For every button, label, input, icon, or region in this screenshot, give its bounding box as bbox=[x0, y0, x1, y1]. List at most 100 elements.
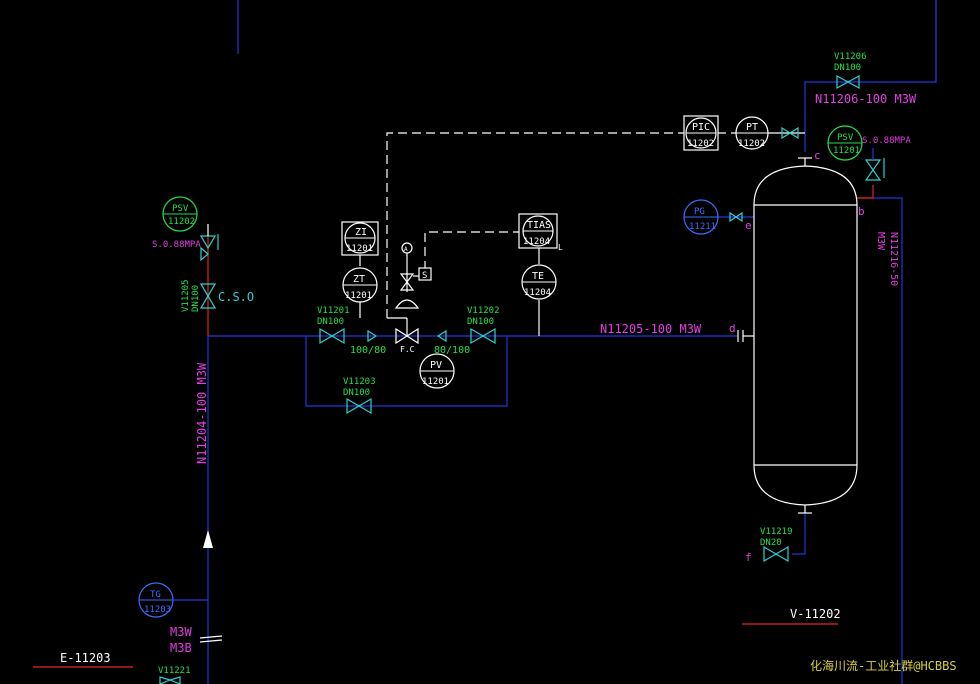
psv-11201-body-top bbox=[864, 159, 882, 172]
zi-number: 11201 bbox=[346, 244, 373, 254]
pic-number: 11202 bbox=[687, 139, 714, 149]
psv-11201[interactable]: PSV 11201 S.0.88MPA bbox=[827, 125, 911, 181]
te-number: 11204 bbox=[524, 288, 551, 298]
valve-v11203-left bbox=[346, 397, 361, 415]
fail-close-label: F.C bbox=[400, 345, 415, 354]
pg-root-valve-right bbox=[734, 211, 743, 223]
valve-v11221[interactable]: V11221 bbox=[158, 666, 191, 684]
valve-v11201-left bbox=[319, 327, 334, 345]
pt-root-valve-right bbox=[788, 126, 799, 140]
m3w-break-1 bbox=[199, 635, 223, 639]
psv-11202-setpoint: S.0.88MPA bbox=[152, 240, 201, 250]
vessel-body bbox=[753, 165, 858, 506]
valve-v11202-size: DN100 bbox=[467, 317, 494, 327]
solenoid-label: S bbox=[422, 271, 427, 281]
valve-v11203-size: DN100 bbox=[343, 388, 370, 398]
valve-v11202-left bbox=[470, 327, 485, 345]
valve-v11206[interactable]: V11206 DN100 bbox=[834, 52, 867, 90]
instrument-te11204[interactable]: TE 11204 bbox=[521, 264, 557, 300]
valve-v11206-right bbox=[846, 74, 860, 90]
valve-v11205-cso[interactable]: C.S.O V11205 DN100 bbox=[181, 279, 254, 312]
nozzle-label-c: c bbox=[814, 149, 821, 162]
psv-right-relief bbox=[857, 185, 874, 199]
instrument-pv11201[interactable]: PV 11201 bbox=[419, 353, 455, 389]
pg-number: 11211 bbox=[689, 222, 716, 232]
instrument-tias11204[interactable]: TIAS 11204 L bbox=[518, 213, 563, 252]
tg-number: 11203 bbox=[144, 605, 171, 615]
cv-body-left bbox=[395, 327, 409, 345]
valve-v11202-right bbox=[481, 327, 496, 345]
pg-type: PG bbox=[694, 207, 705, 217]
line-tag-n11216: N11216-50 bbox=[888, 232, 899, 286]
tias-signal bbox=[424, 231, 519, 270]
valve-v11201[interactable]: V11201 DN100 bbox=[317, 306, 350, 345]
valve-v11219[interactable]: V11219 DN20 bbox=[760, 527, 793, 563]
instrument-zi11201[interactable]: ZI 11201 bbox=[341, 221, 379, 256]
valve-v11219-right bbox=[774, 545, 789, 563]
line-spec-m3w: M3W bbox=[170, 625, 192, 639]
zi-type: ZI bbox=[355, 227, 367, 238]
vessel-v11202[interactable]: V-11202 bbox=[737, 157, 858, 625]
psv-11201-number: 11201 bbox=[833, 146, 860, 156]
valve-v11206-left bbox=[836, 74, 850, 90]
valve-v11201-right bbox=[330, 327, 345, 345]
valve-v11201-size: DN100 bbox=[317, 317, 344, 327]
cso-valve-bottom bbox=[199, 294, 217, 309]
pic-type: PIC bbox=[692, 122, 710, 133]
psv-11202[interactable]: PSV 11202 S.0.88MPA bbox=[152, 196, 219, 262]
reducer-left-icon bbox=[367, 329, 378, 343]
instrument-tg11203[interactable]: TG 11203 bbox=[138, 582, 208, 618]
zt-number: 11201 bbox=[345, 291, 372, 301]
pv-number: 11201 bbox=[422, 377, 449, 387]
psv-11201-setpoint: S.0.88MPA bbox=[862, 136, 911, 146]
cso-valve-top bbox=[199, 283, 217, 298]
valve-v11202[interactable]: V11202 DN100 bbox=[467, 306, 500, 345]
cv-air-valve-bottom bbox=[399, 281, 415, 291]
valve-v11221-right bbox=[168, 676, 181, 684]
tias-number: 11204 bbox=[523, 237, 550, 247]
psv-11201-type: PSV bbox=[837, 133, 854, 143]
valve-v11203-right bbox=[357, 397, 372, 415]
control-valve-pv11201[interactable]: A S F.C bbox=[387, 242, 432, 354]
line-n11206 bbox=[804, 0, 937, 152]
psv-11201-body-bottom bbox=[864, 168, 882, 181]
nozzle-label-f: f bbox=[745, 551, 752, 564]
m3w-break-2 bbox=[199, 639, 223, 643]
valve-v11203[interactable]: V11203 DN100 bbox=[343, 377, 376, 415]
cv-body-right bbox=[405, 327, 419, 345]
pv-type: PV bbox=[430, 360, 442, 371]
nozzle-label-b: b bbox=[858, 205, 865, 218]
valve-v11201-tag: V11201 bbox=[317, 306, 350, 316]
valve-v11205-tag: V11205 bbox=[181, 279, 191, 312]
valve-v11203-tag: V11203 bbox=[343, 377, 376, 387]
valve-v11205-size: DN100 bbox=[191, 285, 201, 312]
cv-actuator-icon bbox=[394, 299, 420, 309]
vessel-tag: V-11202 bbox=[790, 607, 841, 621]
pt-number: 11202 bbox=[738, 139, 765, 149]
air-supply-label: A bbox=[404, 246, 408, 253]
line-tags: N11205-100 M3W N11206-100 M3W N11204-100… bbox=[170, 92, 917, 655]
line-tag-n11216-spec: M3W bbox=[875, 232, 886, 251]
relief-lines bbox=[207, 185, 874, 336]
instrument-zt11201[interactable]: ZT 11201 bbox=[342, 267, 378, 303]
valve-v11219-tag: V11219 bbox=[760, 527, 793, 537]
nozzle-label-d: d bbox=[729, 322, 736, 335]
flow-arrow-icon bbox=[203, 530, 213, 548]
nozzle-labels: c b e d f bbox=[729, 149, 865, 564]
valve-v11219-size: DN20 bbox=[760, 538, 782, 548]
signal-lines bbox=[359, 132, 805, 318]
instrument-pic11202[interactable]: PIC 11202 bbox=[683, 115, 719, 151]
psv-11202-body-side bbox=[200, 246, 209, 262]
cv-air-valve-top bbox=[399, 273, 415, 283]
valve-v11202-tag: V11202 bbox=[467, 306, 500, 316]
drain-line bbox=[792, 508, 806, 555]
zt-type: ZT bbox=[353, 274, 365, 285]
line-tag-n11204: N11204-100 M3W bbox=[195, 362, 209, 464]
nozzle-label-e: e bbox=[745, 219, 752, 232]
valve-v11206-tag: V11206 bbox=[834, 52, 867, 62]
instrument-pg11211[interactable]: PG 11211 bbox=[683, 199, 719, 235]
instrument-pt11202[interactable]: PT 11202 bbox=[735, 116, 769, 150]
pt-root-valve-left bbox=[781, 126, 792, 140]
line-tag-n11206: N11206-100 M3W bbox=[815, 92, 917, 106]
